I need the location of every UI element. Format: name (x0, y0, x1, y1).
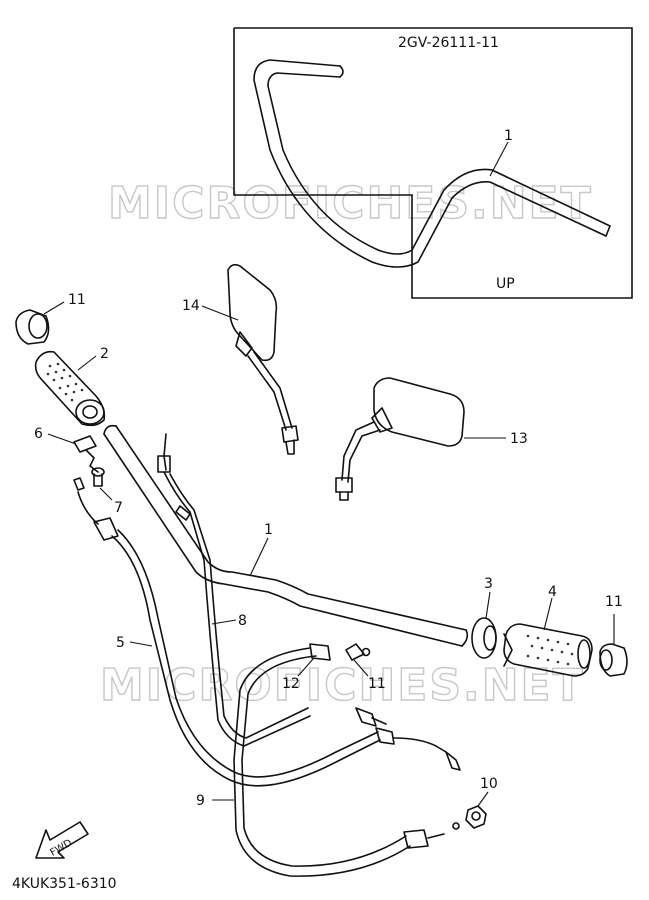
mirror-left (227, 263, 299, 455)
leader-5 (129, 641, 153, 647)
callout-11-right: 11 (605, 594, 623, 610)
cable-adjuster (345, 643, 371, 661)
callout-2: 4 (548, 584, 557, 600)
inset-handlebar (253, 59, 611, 268)
leader-12 (353, 659, 369, 677)
leader-10 (477, 791, 489, 807)
leader-3 (485, 591, 491, 619)
callout-6: 6 (34, 426, 43, 442)
leader-4 (77, 355, 97, 371)
callout-inset-1: 1 (504, 128, 513, 144)
callout-8: 8 (238, 613, 247, 629)
leader-13 (297, 657, 315, 677)
callout-11-left: 11 (68, 292, 86, 308)
leader-inset-1 (489, 141, 509, 177)
throttle-grip (503, 623, 593, 677)
callout-12: 11 (368, 676, 386, 692)
left-bar-end-cap (15, 309, 50, 345)
callout-15: 14 (182, 298, 200, 314)
callout-10: 10 (480, 776, 498, 792)
leader-11-left (43, 301, 65, 315)
callout-7: 7 (114, 500, 123, 516)
leader-7 (99, 487, 113, 501)
callout-13: 12 (282, 676, 300, 692)
callout-3: 3 (484, 576, 493, 592)
throttle-cables (157, 433, 311, 747)
leader-6 (47, 433, 77, 445)
inset-part-code: 2GV-26111-11 (398, 35, 499, 51)
callout-4: 2 (100, 346, 109, 362)
nut (452, 805, 487, 830)
leader-2 (543, 597, 553, 631)
mirror-right (335, 377, 465, 501)
clutch-cable (73, 477, 461, 787)
leader-1 (249, 537, 269, 577)
cable-clamp (73, 435, 99, 473)
watermark-top: MICROFICHES.NET (108, 178, 593, 229)
leader-15 (201, 305, 239, 321)
decompression-cable (233, 643, 445, 877)
inset-up-label: UP (496, 276, 515, 292)
inset-box: 2GV-26111-11 UP 1 (233, 27, 633, 299)
callout-5: 5 (116, 635, 125, 651)
handlebar (103, 424, 469, 647)
left-grip (34, 350, 106, 427)
collar (471, 617, 497, 659)
callout-14: 13 (510, 431, 528, 447)
diagram-code: 4KUK351-6310 (12, 876, 117, 892)
callout-9: 9 (196, 793, 205, 809)
forward-direction-arrow: FWD (35, 821, 89, 859)
callout-1: 1 (264, 522, 273, 538)
cable-end-fitting (355, 707, 387, 727)
watermark-bottom: MICROFICHES.NET (100, 660, 585, 711)
screw (91, 467, 105, 487)
leader-8 (211, 619, 237, 625)
right-bar-end-cap (599, 643, 628, 677)
